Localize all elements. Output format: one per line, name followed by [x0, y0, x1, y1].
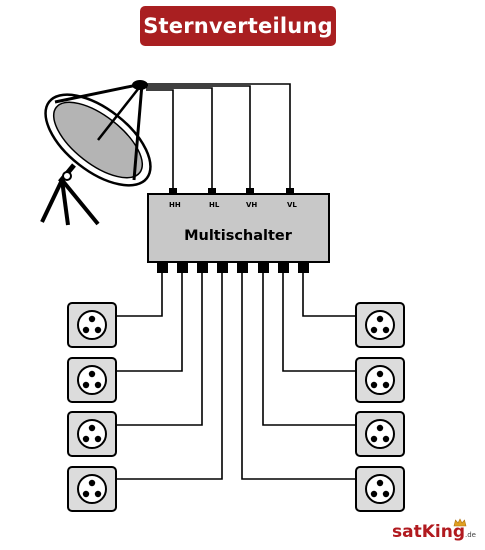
title-banner: Sternverteilung [140, 6, 336, 46]
diagram-title: Sternverteilung [143, 14, 333, 38]
wall-socket-icon [67, 411, 117, 457]
multiswitch-label: Multischalter [184, 228, 293, 244]
input-label-vh: VH [246, 201, 257, 209]
wall-socket-icon [355, 357, 405, 403]
input-label-vl: VL [287, 201, 297, 209]
wall-socket-icon [67, 302, 117, 348]
wall-socket-icon [355, 466, 405, 512]
output-cables [117, 273, 356, 480]
wall-socket-icon [67, 357, 117, 403]
crown-icon [453, 518, 467, 527]
satellite-dish-icon [40, 80, 152, 226]
input-label-hh: HH [169, 201, 181, 209]
satking-logo: satKing.de [392, 522, 476, 542]
multiswitch-icon: HH HL VH VL Multischalter [147, 188, 330, 273]
wall-socket-icon [355, 411, 405, 457]
wall-socket-icon [355, 302, 405, 348]
input-label-hl: HL [209, 201, 220, 209]
wall-socket-icon [67, 466, 117, 512]
logo-suffix: .de [465, 531, 476, 539]
logo-text: satKing [392, 522, 465, 542]
lnb-cables [146, 83, 291, 192]
